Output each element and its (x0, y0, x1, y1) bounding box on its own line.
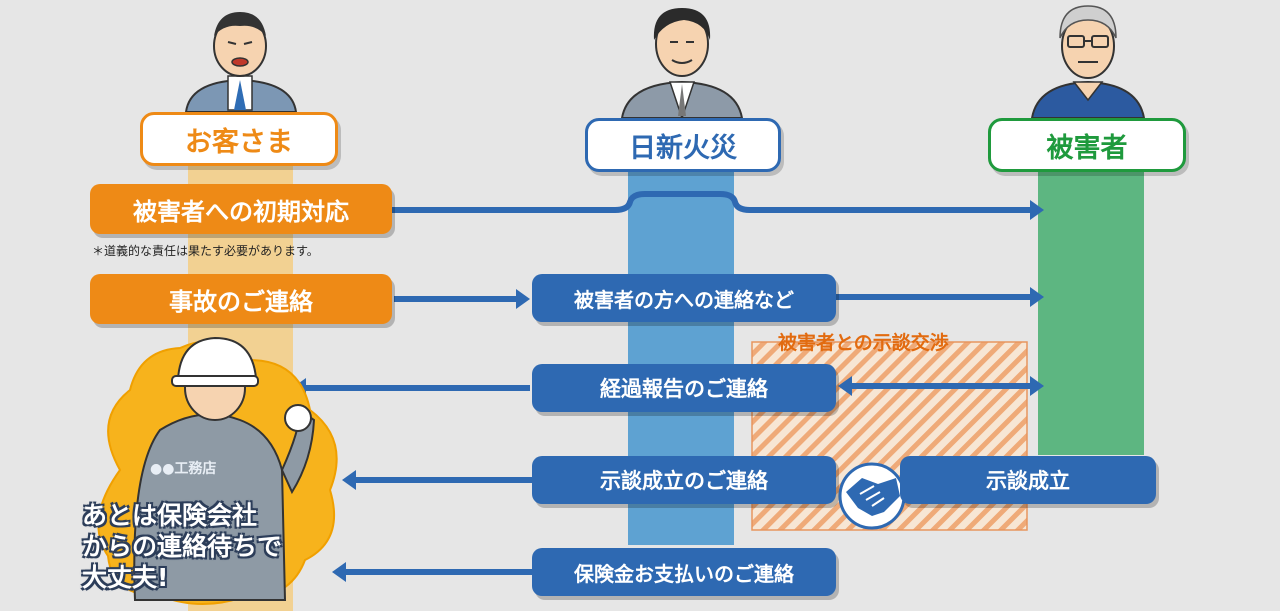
insurer-header: 日新火災 (585, 118, 781, 172)
worker-jacket-text: ●●工務店 (150, 461, 217, 477)
moral-note: ＊道義的な責任は果たす必要があります。 (92, 244, 319, 258)
accident-report-arrowhead (516, 289, 530, 309)
victim-lane (1038, 150, 1144, 455)
initial-response-box: 被害者への初期対応 (90, 184, 392, 234)
settlement-label: 示談成立 (986, 469, 1070, 493)
insurer-man-icon (620, 8, 744, 121)
victim-header: 被害者 (988, 118, 1186, 172)
payment-notice-arrowhead (332, 562, 346, 582)
handshake-icon (838, 462, 906, 530)
victim-man-icon (1030, 5, 1146, 119)
negotiation-label: 被害者との示談交渉 (778, 332, 949, 354)
settlement-notice-label: 示談成立のご連絡 (600, 469, 768, 493)
customer-man-icon (184, 12, 298, 113)
accident-report-box: 事故のご連絡 (90, 274, 392, 324)
initial-response-label: 被害者への初期対応 (133, 197, 349, 226)
worker-message: あとは保険会社 からの連絡待ちで 大丈夫! (82, 500, 282, 593)
negotiation-arrowhead-right (1030, 376, 1044, 396)
contact-victim-label: 被害者の方への連絡など (574, 287, 794, 312)
settlement-notice-box: 示談成立のご連絡 (532, 456, 836, 504)
worker-message-line-3: 大丈夫! (82, 563, 169, 592)
contact-victim-box: 被害者の方への連絡など (532, 274, 836, 322)
customer-label: お客さま (185, 126, 293, 158)
progress-report-label: 経過報告のご連絡 (600, 377, 768, 401)
victim-label: 被害者 (1046, 132, 1128, 164)
initial-response-arrowhead (1030, 200, 1044, 220)
worker-icon (97, 336, 338, 605)
settlement-notice-arrowhead (342, 470, 356, 490)
contact-victim-arrowhead (1030, 287, 1044, 307)
customer-header: お客さま (140, 112, 338, 166)
payment-notice-box: 保険金お支払いのご連絡 (532, 548, 836, 596)
settlement-box: 示談成立 (900, 456, 1156, 504)
worker-message-line-1: あとは保険会社 (82, 501, 258, 530)
insurer-label: 日新火災 (629, 132, 737, 164)
payment-notice-label: 保険金お支払いのご連絡 (574, 561, 794, 586)
progress-report-box: 経過報告のご連絡 (532, 364, 836, 412)
accident-report-label: 事故のご連絡 (169, 287, 313, 316)
negotiation-arrowhead-left (838, 376, 852, 396)
initial-response-arrow (392, 191, 1030, 213)
worker-message-line-2: からの連絡待ちで (82, 532, 283, 561)
